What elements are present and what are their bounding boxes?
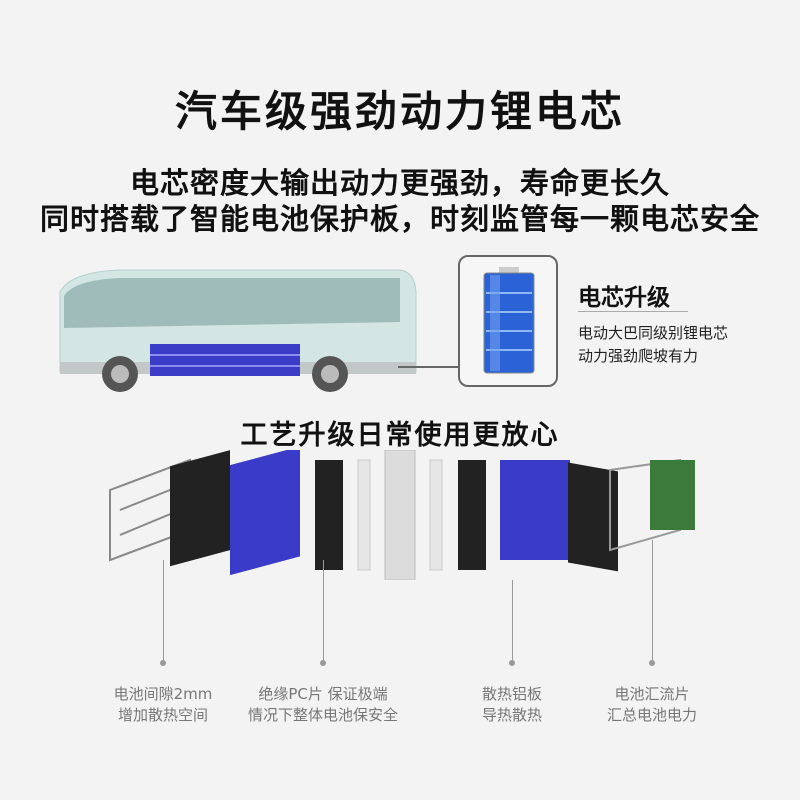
subtitle-line-1: 电芯密度大输出动力更强劲，寿命更长久 <box>129 166 670 200</box>
callout-dot <box>320 660 326 666</box>
bus-battery-cells <box>150 344 300 376</box>
callout-line <box>323 560 324 660</box>
callout-label-busbar: 电池汇流片汇总电池电力 <box>606 685 697 724</box>
callout-dot <box>509 660 515 666</box>
divider <box>578 311 688 312</box>
callout-dot <box>160 660 166 666</box>
page-title: 汽车级强劲动力锂电芯 <box>174 87 625 136</box>
subtitle-line-2: 同时搭载了智能电池保护板，时刻监管每一颗电芯安全 <box>39 202 760 236</box>
battery-cell-box <box>458 255 558 387</box>
callout-dot <box>649 660 655 666</box>
battery-icon <box>483 267 535 374</box>
callout-line <box>652 540 653 660</box>
callout-line <box>163 560 164 660</box>
craft-title: 工艺升级日常使用更放心 <box>240 420 560 451</box>
upgrade-desc-2: 动力强劲爬坡有力 <box>578 347 699 365</box>
battery-pack-exploded-view <box>109 450 695 580</box>
upgrade-title: 电芯升级 <box>578 285 670 311</box>
callout-label-aluminum: 散热铝板导热散热 <box>481 685 542 724</box>
callout-label-pc: 绝缘PC片 保证极端情况下整体电池保安全 <box>247 685 398 724</box>
connector-line <box>398 366 458 368</box>
callout-line <box>512 580 513 660</box>
upgrade-desc-1: 电动大巴同级别锂电芯 <box>578 324 729 342</box>
bus-illustration <box>59 269 417 392</box>
